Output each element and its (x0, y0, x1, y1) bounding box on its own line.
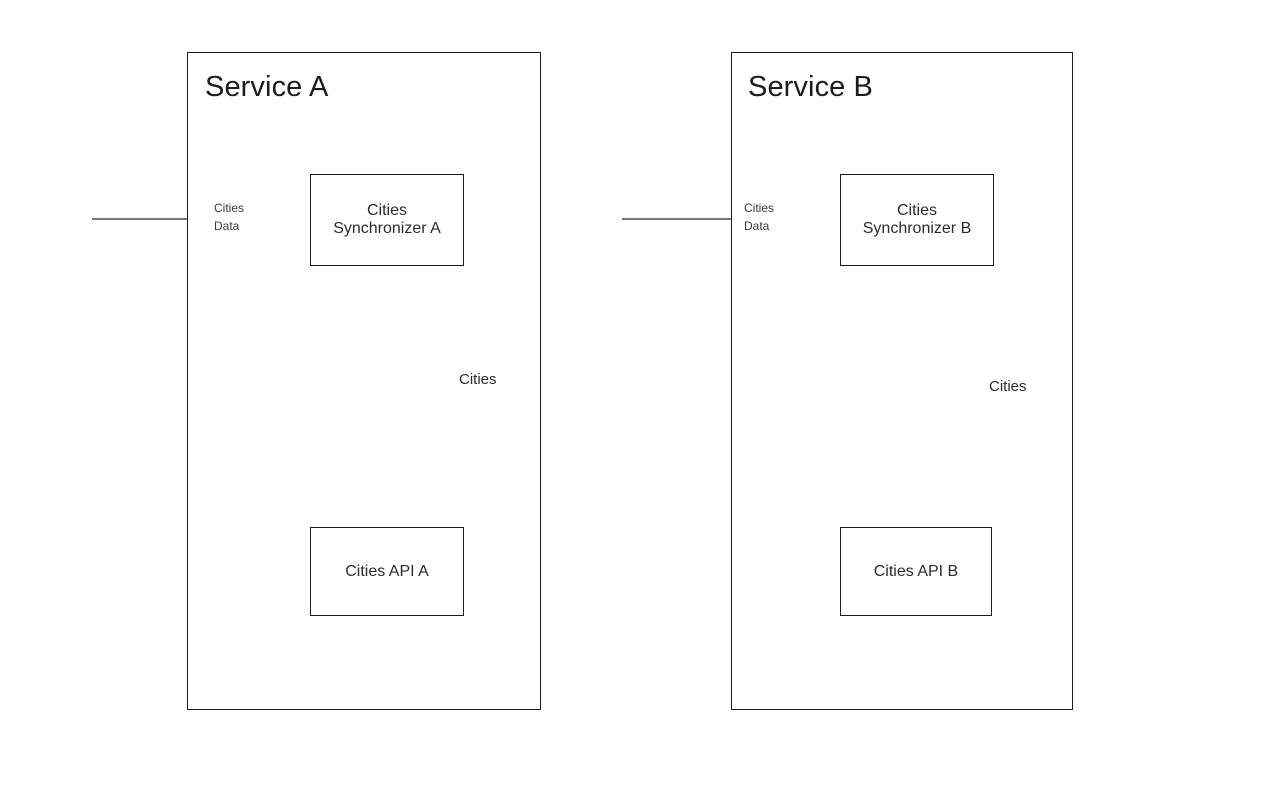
datastore-b-label: Cities (989, 378, 1027, 395)
cities-synchronizer-b-label-line2: Synchronizer B (862, 220, 972, 237)
cities-api-a-label: Cities API A (345, 562, 429, 580)
inbound-edge-label-b-line2: Data (744, 219, 770, 233)
service-b-title: Service B (748, 71, 873, 103)
cities-synchronizer-b-box[interactable]: Cities Synchronizer B (840, 174, 994, 266)
cities-api-b-label: Cities API B (873, 562, 959, 580)
datastore-a-label: Cities (459, 371, 497, 388)
cities-synchronizer-a-label-line1: Cities (366, 202, 407, 219)
cities-synchronizer-a-label-line2: Synchronizer A (333, 220, 441, 237)
cities-api-a-box[interactable]: Cities API A (310, 527, 464, 616)
inbound-edge-label-a-line1: Cities (214, 201, 245, 215)
cities-synchronizer-b-label-group: Cities Synchronizer B (841, 202, 993, 238)
cities-api-b-box[interactable]: Cities API B (840, 527, 992, 616)
cities-synchronizer-b-label-line1: Cities (896, 202, 937, 219)
service-a-title: Service A (205, 71, 329, 103)
cities-synchronizer-a-box[interactable]: Cities Synchronizer A (310, 174, 464, 266)
inbound-edge-label-a-line2: Data (214, 219, 240, 233)
cities-synchronizer-a-label-group: Cities Synchronizer A (311, 202, 463, 238)
inbound-edge-label-b-line1: Cities (744, 201, 775, 215)
